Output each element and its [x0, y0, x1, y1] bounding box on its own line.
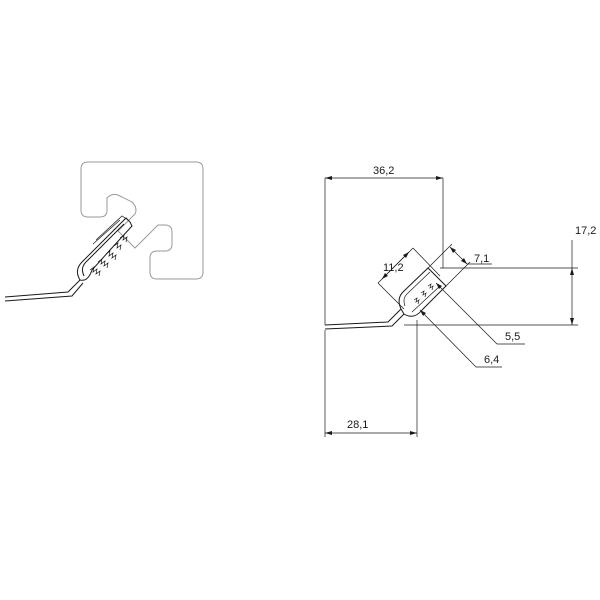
ext-diag-b: [412, 247, 441, 277]
ext-71-a: [427, 243, 453, 269]
dim-label-28-1: 28,1: [347, 419, 368, 431]
dim-leader-5-5: [435, 282, 498, 345]
dim-label-5-5: 5,5: [505, 331, 520, 343]
profile-bead-teeth: [413, 283, 434, 305]
bead-edge: [92, 215, 129, 245]
profile-bead-inner: [403, 271, 441, 313]
dim-label-7-1: 7,1: [474, 253, 489, 265]
profile-dimensioned-view: 36,2 28,1 17,2 11,2 7,1 5,5: [324, 165, 596, 437]
profile-strip: [324, 308, 405, 330]
dim-label-17-2: 17,2: [575, 225, 596, 237]
dim-leader-6-4: [419, 309, 477, 368]
ext-diag-c: [377, 282, 405, 310]
ext-71-b: [445, 261, 471, 287]
bead-teeth: [89, 234, 128, 277]
clip-body-outline: [80, 161, 204, 280]
strip-line: [4, 279, 84, 302]
profile-3d-view: [4, 161, 204, 302]
bead-outline: [76, 217, 133, 281]
dim-label-11-2: 11,2: [383, 262, 404, 274]
bead-inner: [81, 223, 125, 277]
profile-bead: [398, 267, 447, 317]
dim-label-6-4: 6,4: [484, 354, 499, 366]
dim-label-36-2: 36,2: [373, 165, 394, 177]
